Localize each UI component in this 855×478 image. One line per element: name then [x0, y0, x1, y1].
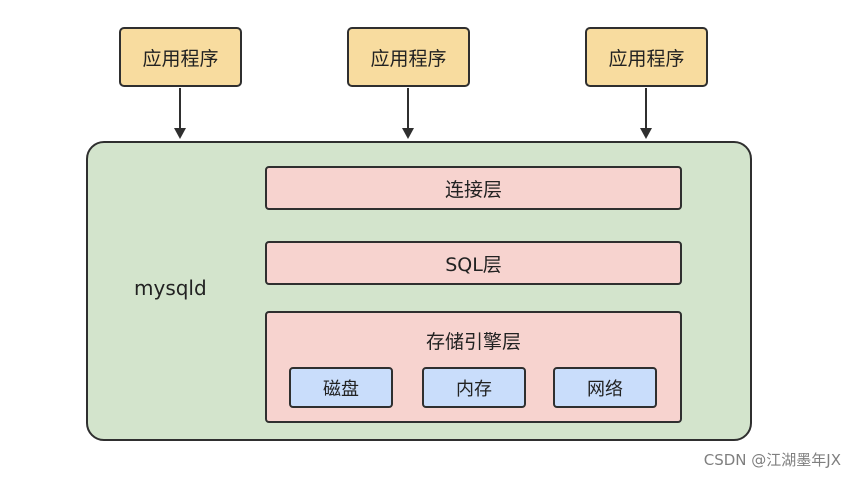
- component-network: 网络: [553, 367, 657, 408]
- application-label: 应用程序: [608, 47, 685, 70]
- application-label: 应用程序: [370, 47, 447, 70]
- component-memory: 内存: [422, 367, 526, 408]
- component-label: 内存: [456, 378, 492, 400]
- application-label: 应用程序: [142, 47, 219, 70]
- application-box-3: 应用程序: [585, 27, 708, 87]
- component-label: 磁盘: [323, 378, 359, 400]
- arrow-1: [174, 88, 186, 139]
- watermark: CSDN @江湖墨年JX: [703, 451, 841, 469]
- connection-layer: 连接层: [265, 166, 682, 210]
- arrow-2: [402, 88, 414, 139]
- component-disk: 磁盘: [289, 367, 393, 408]
- sql-layer-label: SQL层: [445, 253, 502, 276]
- component-label: 网络: [587, 378, 623, 400]
- arrow-3: [640, 88, 652, 139]
- storage-engine-layer-label: 存储引擎层: [425, 331, 521, 353]
- sql-layer: SQL层: [265, 241, 682, 285]
- application-box-2: 应用程序: [347, 27, 470, 87]
- container-label: mysqld: [134, 276, 207, 300]
- connection-layer-label: 连接层: [444, 178, 502, 201]
- application-box-1: 应用程序: [119, 27, 242, 87]
